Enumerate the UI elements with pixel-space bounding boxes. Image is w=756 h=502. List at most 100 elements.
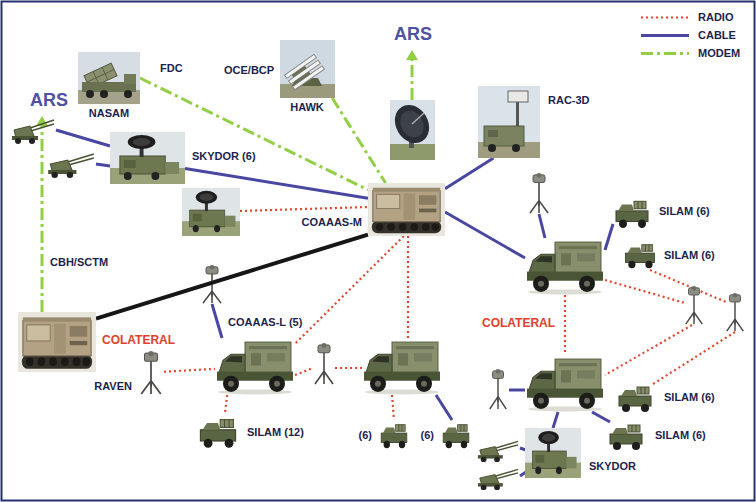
sensor-mast-picture — [490, 369, 507, 409]
equipment-photo — [196, 414, 240, 450]
equipment-picture — [616, 201, 648, 228]
equipment-node: NASAM — [78, 52, 140, 104]
shelter-vehicle-picture — [527, 359, 603, 411]
label-holder: ARS — [392, 24, 434, 45]
equipment-node: SILAM (6) — [615, 382, 655, 414]
equipment-picture — [141, 351, 161, 394]
legend-line — [641, 34, 689, 37]
equipment-label: (6) — [357, 429, 374, 442]
equipment-node: SILAM (12) — [196, 414, 240, 450]
connector-label: OCE/BCP — [222, 64, 276, 77]
equipment-node: SILAM (6) — [612, 196, 652, 230]
legend-sample — [640, 47, 690, 60]
cannon-picture — [12, 120, 54, 144]
equipment-label: SILAM (12) — [245, 426, 306, 439]
legend-text: CABLE — [696, 29, 738, 42]
equipment-label: SKYDOR — [587, 460, 638, 473]
equipment-photo — [368, 183, 445, 236]
label-holder: ARS — [28, 90, 70, 111]
equipment-node: SILAM (6) — [622, 240, 658, 270]
equipment-picture — [619, 387, 651, 412]
connector — [225, 395, 227, 414]
legend-sample — [640, 29, 690, 42]
radar-picture — [182, 188, 240, 236]
equipment-node: SKYDOR — [525, 428, 581, 478]
equipment-label: (6) — [419, 429, 436, 442]
shelter-vehicle-picture — [364, 342, 440, 394]
legend-line — [641, 16, 689, 18]
cannon-picture — [48, 154, 94, 178]
network-label: CBH/SCTM — [48, 256, 110, 269]
equipment-node: HAWK — [280, 40, 335, 98]
connector — [295, 236, 404, 344]
cannon-picture — [478, 469, 518, 490]
equipment-picture — [18, 312, 96, 372]
equipment-photo — [110, 132, 185, 184]
equipment-picture — [381, 425, 407, 448]
network-label: ARS — [392, 24, 434, 45]
connector — [445, 158, 494, 189]
connector — [164, 369, 215, 372]
equipment-node: COAAAS-M — [368, 183, 445, 236]
legend-item: MODEM — [640, 47, 686, 60]
legend-item: RADIO — [640, 11, 679, 24]
equipment-node: SKYDOR (6) — [110, 132, 185, 184]
equipment-label: NASAM — [87, 107, 131, 120]
modem-arrows — [36, 50, 418, 312]
equipment-label: RAC-3D — [546, 94, 592, 107]
sensor-mast-picture — [686, 286, 703, 324]
equipment-picture — [525, 428, 581, 478]
equipment-photo — [440, 420, 472, 450]
legend-item: CABLE — [640, 29, 682, 42]
radio-links — [240, 207, 735, 420]
label-holder: COLATERAL — [480, 316, 557, 330]
equipment-picture — [110, 132, 185, 184]
network-label: COLATERAL — [480, 316, 557, 330]
label-holder: OCE/BCP — [222, 64, 276, 77]
equipment-photo — [615, 382, 655, 414]
equipment-picture — [443, 425, 469, 448]
equipment-picture — [368, 183, 445, 236]
shelter-vehicle-picture — [527, 242, 603, 294]
equipment-photo — [138, 350, 164, 395]
connector — [332, 98, 385, 183]
satellite-dish-picture — [388, 99, 436, 160]
cannon-picture — [478, 441, 518, 462]
equipment-picture — [478, 86, 540, 158]
sensor-mast-picture — [315, 343, 333, 384]
equipment-picture — [626, 245, 655, 268]
label-holder: FDC — [158, 62, 185, 75]
equipment-photo — [78, 52, 140, 104]
equipment-photo — [478, 86, 540, 158]
cable-wires — [56, 130, 613, 476]
sensor-mast-picture — [530, 173, 548, 213]
equipment-picture — [200, 420, 235, 448]
equipment-label: COAAAS-L (5) — [226, 316, 304, 329]
equipment-node: RAVEN — [138, 350, 164, 395]
equipment-picture — [280, 40, 335, 98]
legend-text: MODEM — [696, 47, 742, 60]
equipment-label: COAAAS-M — [300, 216, 365, 229]
equipment-photo — [525, 428, 581, 478]
equipment-photo — [612, 196, 652, 230]
equipment-label: COLATERAL — [100, 333, 177, 347]
equipment-photo — [280, 40, 335, 98]
equipment-node: RAC-3D — [478, 86, 540, 158]
network-label: ARS — [28, 90, 70, 111]
connector-label: FDC — [158, 62, 185, 75]
equipment-label: RAVEN — [92, 380, 134, 393]
equipment-label: SILAM (6) — [653, 429, 708, 442]
equipment-node: COAAAS-L (5) — [215, 338, 295, 395]
equipment-label: SILAM (6) — [662, 249, 717, 262]
equipment-photo — [378, 420, 410, 450]
equipment-photo — [215, 338, 295, 395]
equipment-label: SILAM (6) — [657, 205, 712, 218]
equipment-photo — [622, 240, 658, 270]
equipment-picture — [610, 425, 642, 450]
equipment-picture — [217, 342, 293, 394]
equipment-photo — [606, 420, 646, 452]
